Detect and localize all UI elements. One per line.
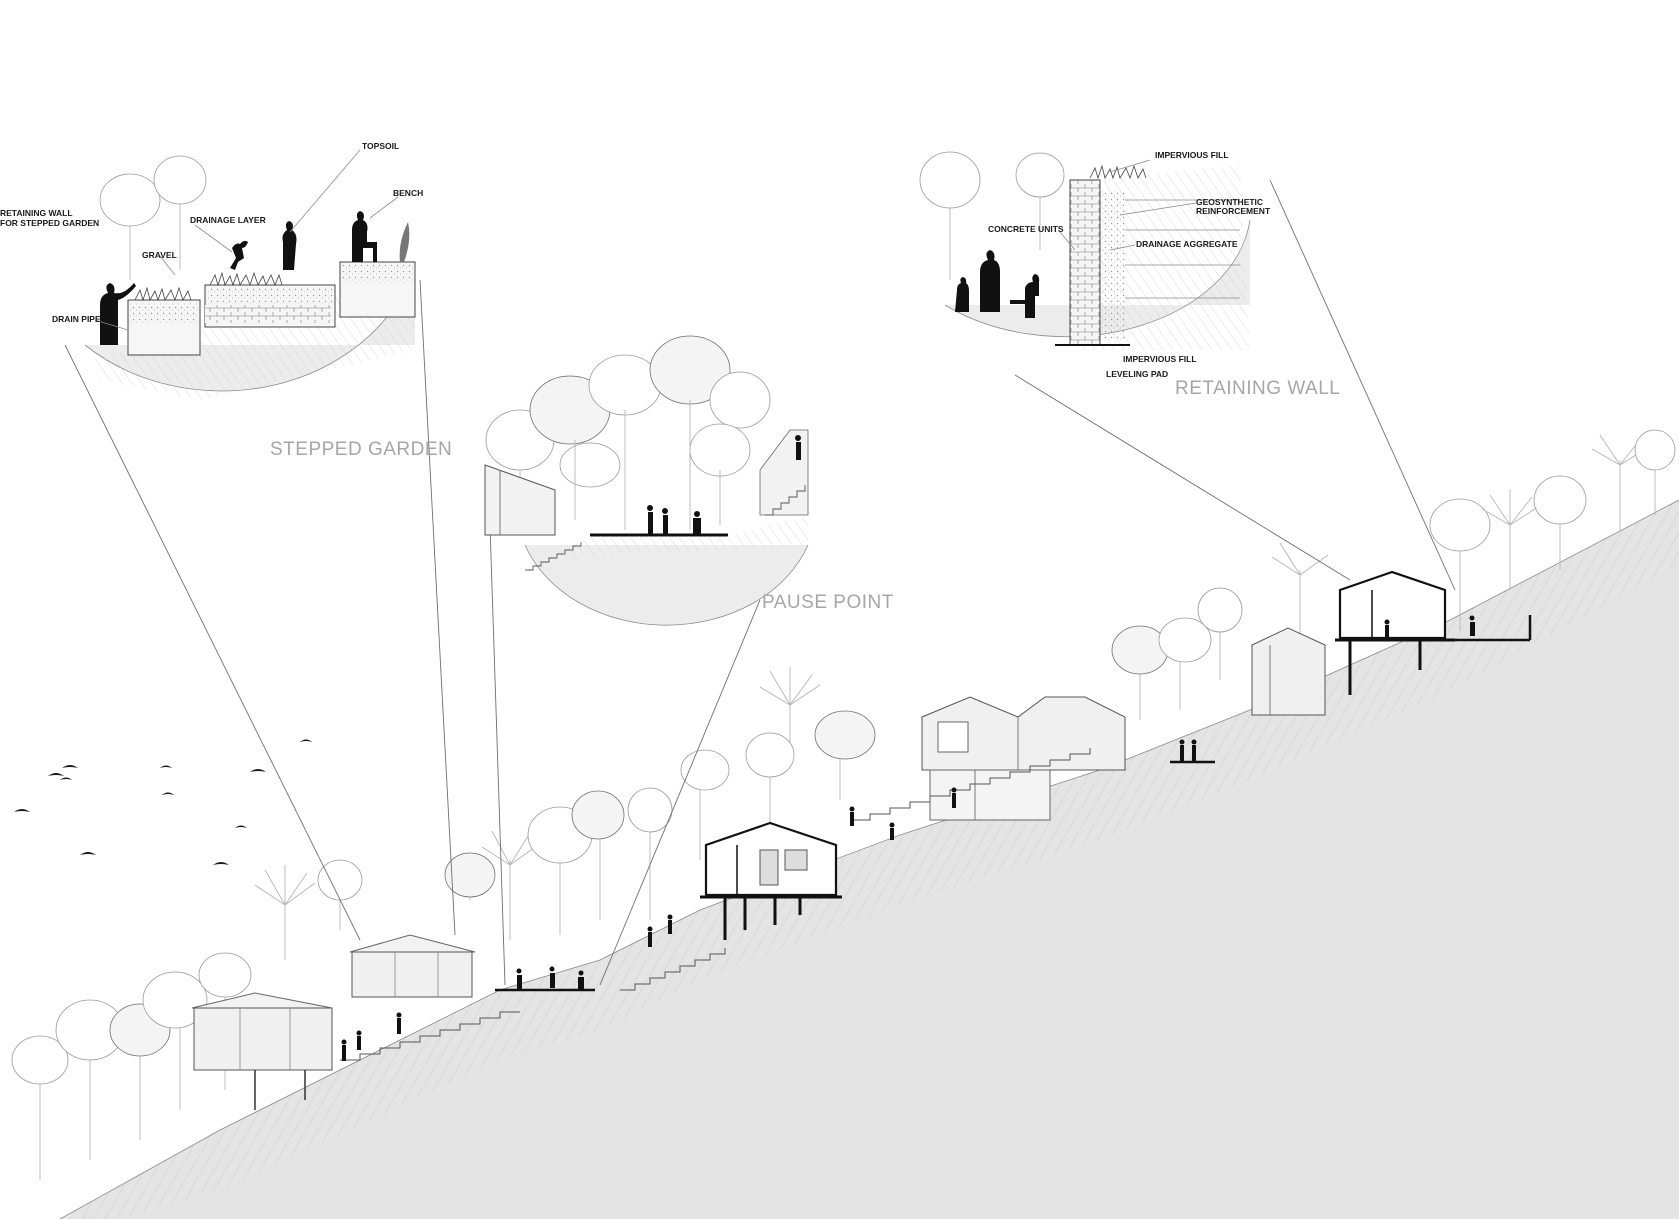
house-upper-grey bbox=[1251, 627, 1326, 716]
label-bench: BENCH bbox=[393, 188, 423, 198]
pavilion-second bbox=[349, 934, 476, 998]
vegetation-strip bbox=[11, 429, 1676, 1180]
stilt-house-upper bbox=[1335, 570, 1532, 695]
site-figures bbox=[341, 615, 1475, 1061]
label-topsoil: TOPSOIL bbox=[362, 141, 399, 151]
buildings bbox=[191, 570, 1532, 1110]
label-leveling-pad: LEVELING PAD bbox=[1106, 369, 1168, 379]
stairs-lower bbox=[340, 948, 726, 1061]
label-concrete-units: CONCRETE UNITS bbox=[988, 224, 1064, 234]
label-impervious-fill-bottom: IMPERVIOUS FILL bbox=[1123, 354, 1197, 364]
callout-pause-point: PAUSE POINT bbox=[484, 335, 894, 626]
stairs-upper bbox=[850, 748, 1091, 821]
label-drain-pipe: DRAIN PIPE bbox=[52, 314, 101, 324]
title-stepped-garden: STEPPED GARDEN bbox=[270, 439, 452, 460]
pavilion-lower bbox=[191, 992, 333, 1110]
title-pause-point: PAUSE POINT bbox=[762, 592, 894, 613]
label-drainage-aggregate: DRAINAGE AGGREGATE bbox=[1136, 239, 1238, 249]
title-retaining-wall: RETAINING WALL bbox=[1175, 378, 1340, 399]
label-gravel: GRAVEL bbox=[142, 250, 177, 260]
label-impervious-fill-top: IMPERVIOUS FILL bbox=[1155, 150, 1229, 160]
birds bbox=[14, 739, 312, 865]
stilt-house-middle bbox=[700, 821, 842, 940]
label-drainage-layer: DRAINAGE LAYER bbox=[190, 215, 266, 225]
callout-leaders bbox=[64, 179, 1456, 986]
